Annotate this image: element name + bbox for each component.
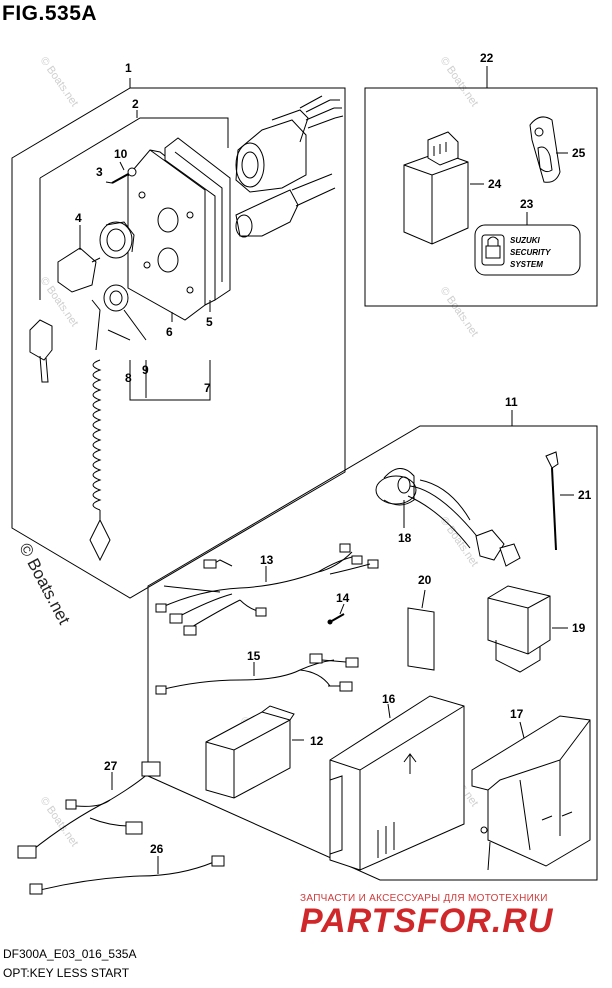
callout-12: 12: [310, 734, 324, 748]
watermark-tile: © Boats.net: [38, 55, 81, 109]
remote-fob-25: [529, 116, 568, 183]
bracket-17: [471, 715, 591, 871]
callout-8: 8: [125, 371, 132, 385]
security-badge-23: [474, 212, 581, 276]
badge-line-3: SYSTEM: [510, 260, 543, 269]
badge-line-1: SUZUKI: [510, 236, 541, 245]
gasket: [164, 137, 231, 301]
callout-labels: 1 2 3 4 5 6 7 8 9 10 11 12 13 14 15 16 1…: [75, 51, 592, 856]
group-2-frame: [39, 117, 229, 179]
harness-26: [29, 855, 225, 895]
callout-6: 6: [166, 325, 173, 339]
ecu-16: [329, 695, 465, 871]
harness-13: [155, 543, 379, 636]
callout-13: 13: [260, 553, 274, 567]
knob: [57, 247, 101, 293]
ignition-switch: [235, 95, 344, 193]
figure-caption: OPT:KEY LESS START: [3, 966, 130, 980]
callout-9: 9: [142, 363, 149, 377]
cover-12: [205, 705, 304, 799]
callout-26: 26: [150, 842, 164, 856]
nuts: [99, 221, 135, 312]
relay-19: [487, 585, 568, 673]
callout-4: 4: [75, 211, 82, 225]
stop-switch: [235, 173, 336, 238]
cable-tie-21: [545, 451, 574, 551]
key: [29, 319, 53, 383]
callout-19: 19: [572, 621, 586, 635]
module-24: [403, 131, 484, 245]
callout-20: 20: [418, 573, 432, 587]
callout-24: 24: [488, 177, 502, 191]
callout-21: 21: [578, 488, 592, 502]
leader-lines-1: [79, 161, 211, 401]
callout-7: 7: [204, 381, 211, 395]
harness-27: [17, 761, 161, 859]
partsfor-logo: PARTSFOR.RU: [300, 902, 554, 940]
switch-panel: [127, 149, 216, 321]
callout-17: 17: [510, 707, 524, 721]
callout-18: 18: [398, 531, 412, 545]
figure-title: FIG.535A: [2, 2, 98, 25]
lanyard: [89, 299, 111, 562]
callout-27: 27: [104, 759, 118, 773]
partsfor-tagline: ЗАПЧАСТИ И АКСЕССУАРЫ ДЛЯ МОТОТЕХНИКИ: [300, 893, 548, 904]
callout-14: 14: [336, 591, 350, 605]
callout-22: 22: [480, 51, 494, 65]
watermark-tile: © Boats.net: [438, 55, 481, 109]
badge-line-2: SECURITY: [510, 248, 551, 257]
watermark-tile: © Boats.net: [438, 515, 481, 569]
bolt-14: [327, 603, 345, 625]
callout-16: 16: [382, 692, 396, 706]
callout-3: 3: [96, 165, 103, 179]
callout-2: 2: [132, 97, 139, 111]
screw: [111, 167, 137, 184]
group-22-box: [364, 87, 598, 307]
figure-code: DF300A_E03_016_535A: [3, 947, 137, 961]
sheet-20: [407, 589, 435, 671]
callout-15: 15: [247, 649, 261, 663]
callout-5: 5: [206, 315, 213, 329]
callout-25: 25: [572, 146, 586, 160]
callout-10: 10: [114, 147, 128, 161]
callout-11: 11: [505, 395, 518, 409]
watermark-tile: © Boats.net: [438, 285, 481, 339]
callout-23: 23: [520, 197, 534, 211]
callout-1: 1: [125, 61, 132, 75]
sensor-18: [375, 468, 521, 567]
harness-15: [155, 653, 359, 695]
